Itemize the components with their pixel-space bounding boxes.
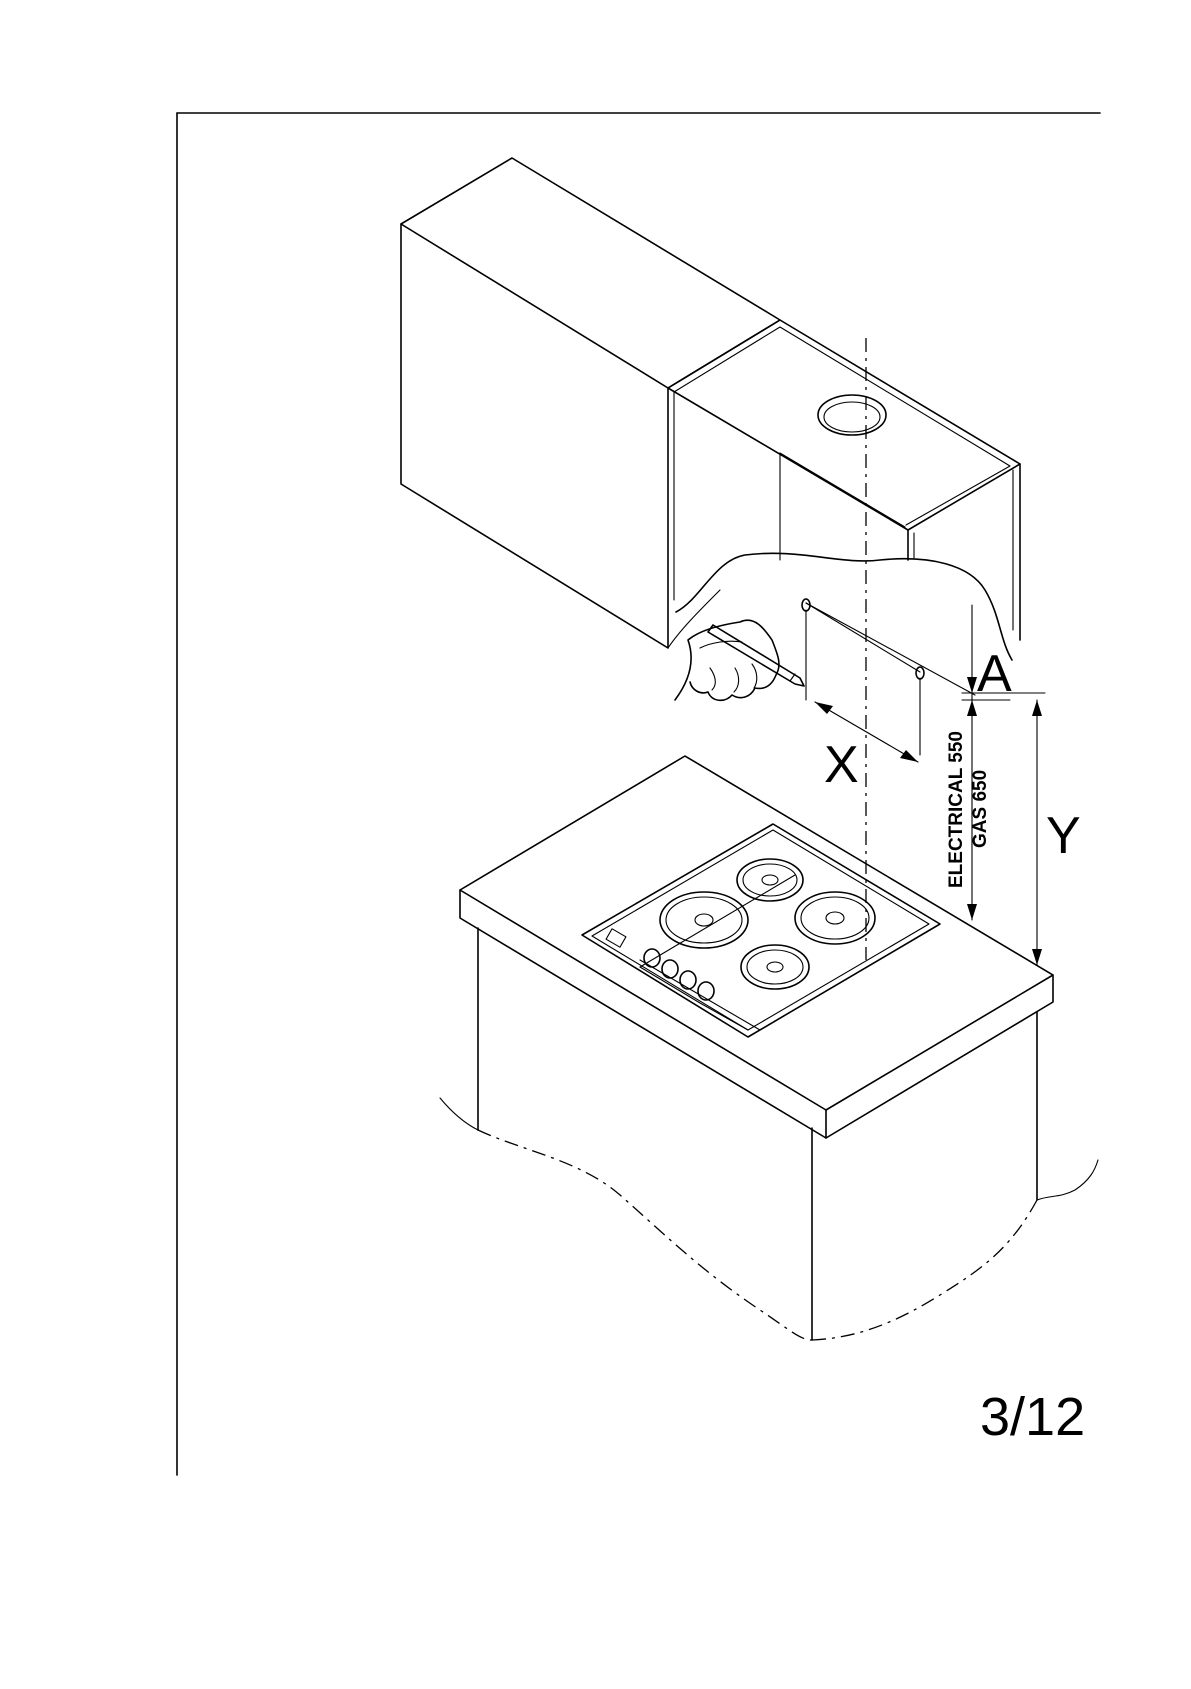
hotplate: [741, 945, 809, 989]
label-x: X: [824, 736, 859, 794]
hotplate: [660, 892, 748, 948]
wall-cabinets: [401, 158, 1020, 648]
hotplate: [795, 892, 875, 944]
dimension-a: A ELECTRICAL 550 GAS 650: [946, 605, 1012, 920]
dimension-y: Y: [1010, 693, 1081, 965]
label-a: A: [977, 645, 1012, 703]
hotplate: [737, 859, 803, 901]
wall-outline: [668, 553, 1012, 660]
label-electrical: ELECTRICAL 550: [946, 731, 967, 888]
worktop: [440, 756, 1098, 1340]
label-y: Y: [1046, 807, 1081, 865]
page-number: 3/12: [980, 1387, 1085, 1447]
hob: [582, 824, 940, 1037]
hob-knobs: [606, 929, 714, 1000]
hand-with-pencil: [675, 620, 804, 700]
label-gas: GAS 650: [970, 770, 991, 848]
